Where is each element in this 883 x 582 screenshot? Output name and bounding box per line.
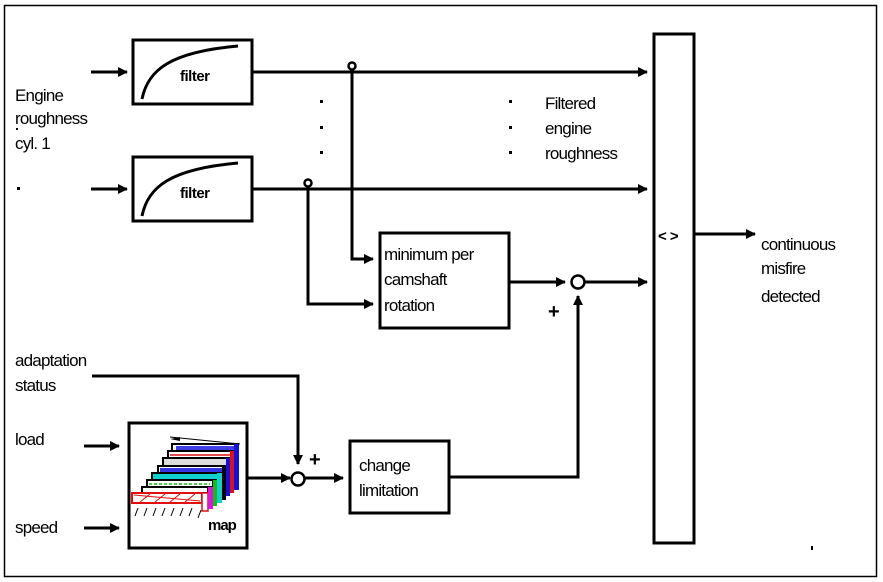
stray-dot — [811, 546, 813, 550]
comparator-symbol: < > — [658, 228, 679, 245]
output-line-1: continuous — [761, 235, 836, 254]
minimum-block: minimum per camshaft rotation — [378, 231, 511, 330]
filter-block-1: filter — [131, 38, 254, 106]
change-limitation-block: change limitation — [348, 439, 451, 515]
comparator-block: < > — [652, 32, 696, 545]
filter-curve-icon — [140, 44, 239, 100]
adaptation-line-2: status — [15, 376, 56, 395]
threshold-feed-wire — [449, 295, 583, 479]
engine-roughness-line-1: Engine — [15, 86, 63, 105]
junction-dot-1 — [347, 61, 357, 71]
summing-junction-upper — [570, 274, 586, 290]
filtered-roughness-annotation: Filtered engine roughness — [545, 94, 618, 163]
minimum-line-3: rotation — [384, 296, 435, 315]
filtered-line-2: engine — [545, 119, 592, 138]
change-limitation-line-2: limitation — [359, 481, 418, 500]
ellipsis-dots-right — [509, 100, 512, 154]
map-label: map — [208, 517, 237, 534]
minimum-line-2: camshaft — [384, 270, 448, 289]
speed-label: speed — [15, 518, 58, 537]
ellipsis-dots-left — [320, 100, 323, 154]
filter-1-label: filter — [180, 68, 210, 85]
map-3d-icon — [131, 436, 241, 519]
junction-dot-2 — [303, 178, 313, 188]
filter-curve-icon — [140, 161, 239, 217]
change-limitation-line-1: change — [359, 456, 410, 475]
diagram-frame — [3, 4, 878, 578]
filtered-line-1: Filtered — [545, 94, 596, 113]
filtered-line-3: roughness — [545, 144, 617, 163]
engine-roughness-line-2: roughness — [15, 109, 87, 128]
summing-junction-lower — [290, 471, 306, 487]
engine-roughness-line-3: cyl. 1 — [15, 134, 50, 153]
adaptation-status-label: adaptation status — [15, 351, 88, 395]
branch-wire-2 — [306, 187, 374, 309]
minimum-line-1: minimum per — [384, 245, 475, 264]
second-input-dot — [17, 187, 20, 190]
output-line-3: detected — [761, 287, 820, 306]
plus-sign-lower: + — [309, 449, 320, 471]
output-label: continuous misfire detected — [761, 235, 836, 306]
filter-2-label: filter — [180, 185, 210, 202]
output-line-2: misfire — [761, 259, 806, 278]
filter-block-2: filter — [131, 155, 254, 223]
engine-roughness-label: Engine roughness cyl. 1 — [15, 86, 88, 153]
adaptation-line-1: adaptation — [15, 351, 87, 370]
map-block: map — [127, 421, 249, 550]
plus-sign-upper: + — [548, 301, 559, 323]
adaptation-status-wire — [92, 374, 303, 465]
branch-wire-1 — [350, 70, 374, 264]
dot-marker — [16, 128, 18, 130]
load-label: load — [15, 430, 44, 449]
